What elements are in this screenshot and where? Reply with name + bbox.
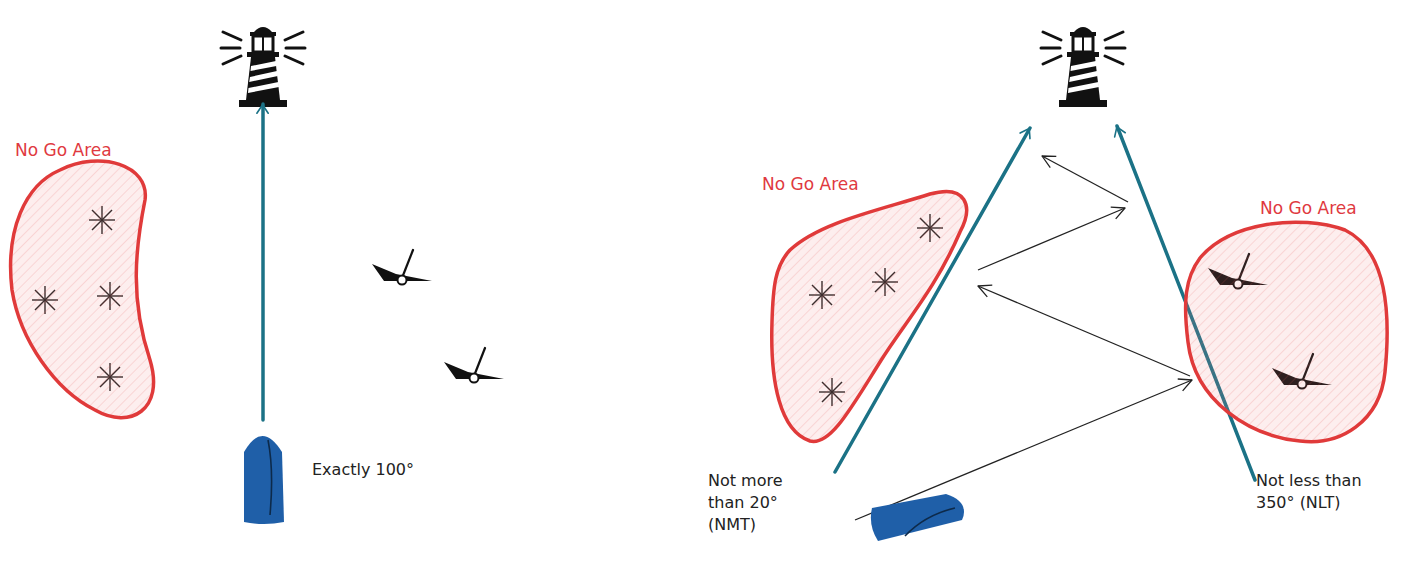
lighthouse: [1041, 27, 1125, 107]
area-outline: [758, 172, 978, 452]
area-outline: [1182, 196, 1394, 448]
track-line: [978, 286, 1190, 376]
lighthouse: [221, 27, 305, 107]
wreck-symbol: [444, 348, 504, 383]
no-go-area: No Go Area: [5, 138, 175, 430]
boat: [871, 494, 964, 541]
wreck-symbol: [372, 250, 432, 285]
track-line: [978, 208, 1125, 270]
boat: [244, 436, 284, 524]
bearing-limit-note: Not more than 20° (NMT): [708, 470, 804, 536]
area-label: No Go Area: [1260, 198, 1357, 218]
area-outline: [5, 138, 175, 430]
boat-detail: [268, 440, 272, 515]
area-border: [772, 192, 967, 442]
bearing-note: Exactly 100°: [312, 459, 414, 481]
no-go-area: No Go Area: [1182, 196, 1394, 448]
no-go-area: No Go Area: [758, 172, 978, 452]
area-label: No Go Area: [762, 174, 859, 194]
bearing-limit-note: Not less than 350° (NLT): [1256, 470, 1364, 514]
area-label: No Go Area: [15, 140, 112, 160]
boat-detail: [905, 508, 955, 536]
area-border: [1186, 222, 1388, 442]
area-border: [11, 161, 154, 418]
course-line: [261, 104, 265, 420]
track-line: [1042, 156, 1128, 202]
track-line: [855, 380, 1192, 520]
